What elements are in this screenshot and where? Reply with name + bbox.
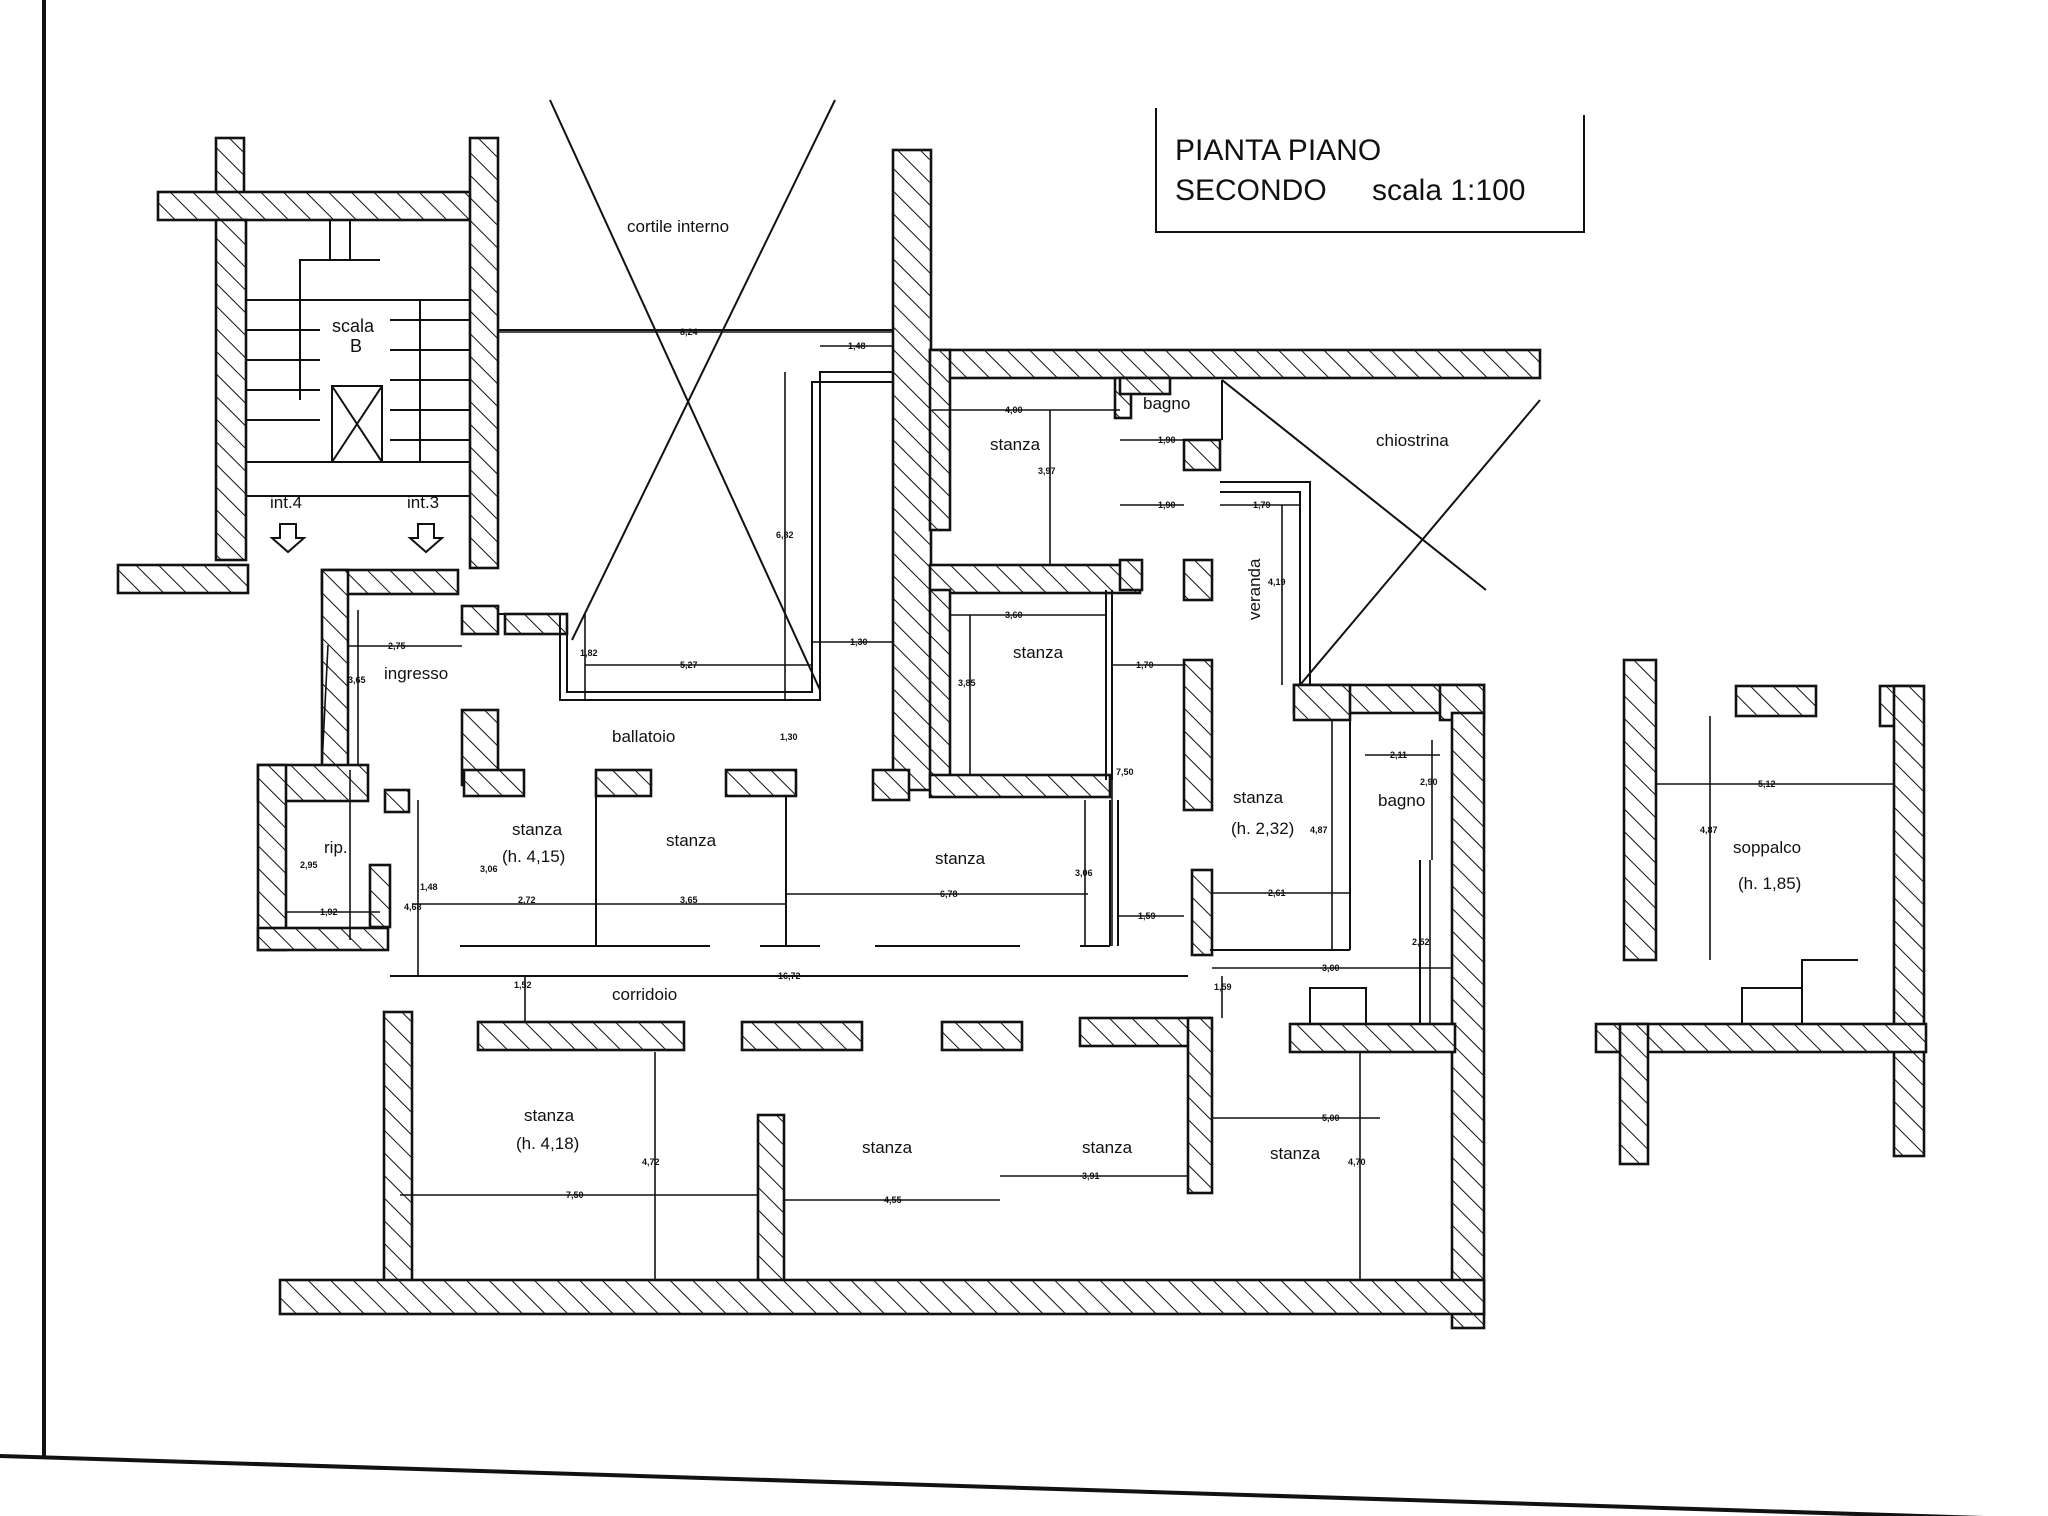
title-line1: PIANTA PIANO xyxy=(1175,134,1381,167)
dim-label: 4,00 xyxy=(1005,405,1023,415)
dim-label: 3,06 xyxy=(480,864,498,874)
dim-label: 6,78 xyxy=(940,889,958,899)
label-stanza-top: stanza xyxy=(990,435,1041,454)
label-bagno-right: bagno xyxy=(1378,791,1425,810)
dim-label: 2,95 xyxy=(300,860,318,870)
label-stanza-mid: stanza xyxy=(1013,643,1064,662)
dim-label: 4,87 xyxy=(1700,825,1718,835)
room-labels: cortile interno scala B int.4 int.3 ingr… xyxy=(270,217,1801,1163)
dim-label: 1,52 xyxy=(514,980,532,990)
label-stanza-veranda-h: (h. 2,32) xyxy=(1231,819,1294,838)
dim-label: 4,55 xyxy=(884,1195,902,1205)
label-soppalco-h: (h. 1,85) xyxy=(1738,874,1801,893)
dim-label: 1,90 xyxy=(1158,500,1176,510)
dim-label: 1,59 xyxy=(1138,911,1156,921)
label-rip: rip. xyxy=(324,838,348,857)
dim-label: 2,11 xyxy=(1390,750,1407,760)
dim-label: 3,97 xyxy=(1038,466,1056,476)
label-chiostrina: chiostrina xyxy=(1376,431,1449,450)
label-veranda: veranda xyxy=(1245,558,1264,620)
label-int4: int.4 xyxy=(270,493,302,512)
label-stanza-d: stanza xyxy=(524,1106,575,1125)
label-stanza-a-h: (h. 4,15) xyxy=(502,847,565,866)
walls xyxy=(116,136,1928,1330)
dim-label: 4,70 xyxy=(1348,1157,1366,1167)
label-stanza-a: stanza xyxy=(512,820,563,839)
label-stanza-c: stanza xyxy=(935,849,986,868)
dim-label: 1,70 xyxy=(1136,660,1154,670)
label-soppalco: soppalco xyxy=(1733,838,1801,857)
dim-label: 4,87 xyxy=(1310,825,1328,835)
title-box: PIANTA PIANO SECONDO scala 1:100 xyxy=(1155,108,1585,233)
linework xyxy=(246,99,1858,1025)
dim-label: 3,60 xyxy=(1005,610,1023,620)
dimension-labels: 8,24 1,48 6,82 1,82 5,27 1,30 1,30 2,75 … xyxy=(300,327,1776,1205)
dim-label: 5,12 xyxy=(1758,779,1776,789)
dim-label: 3,00 xyxy=(1322,963,1340,973)
dim-label: 1,82 xyxy=(580,648,598,658)
label-stanza-d-h: (h. 4,18) xyxy=(516,1134,579,1153)
dim-label: 3,65 xyxy=(680,895,698,905)
dim-label: 1,59 xyxy=(1214,982,1232,992)
label-stanza-e: stanza xyxy=(862,1138,913,1157)
dim-label: 6,82 xyxy=(776,530,794,540)
label-scala: scala xyxy=(332,316,375,336)
dim-label: 1,92 xyxy=(320,907,338,917)
dim-label: 5,27 xyxy=(680,660,698,670)
dim-label: 2,52 xyxy=(1412,937,1430,947)
dim-label: 1,48 xyxy=(420,882,438,892)
label-stanza-veranda: stanza xyxy=(1233,788,1284,807)
dim-label: 3,65 xyxy=(348,675,366,685)
dim-label: 1,30 xyxy=(850,637,868,647)
dim-label: 8,24 xyxy=(680,327,698,337)
dim-label: 1,48 xyxy=(848,341,866,351)
dim-label: 1,79 xyxy=(1253,500,1271,510)
title-line2: SECONDO xyxy=(1175,174,1327,207)
dim-label: 4,19 xyxy=(1268,577,1286,587)
entry-arrows xyxy=(269,523,445,554)
label-ballatoio: ballatoio xyxy=(612,727,675,746)
dim-label: 16,72 xyxy=(778,971,801,981)
dim-label: 2,72 xyxy=(518,895,536,905)
dim-label: 3,85 xyxy=(958,678,976,688)
dim-label: 3,06 xyxy=(1075,868,1093,878)
dim-label: 2,61 xyxy=(1268,888,1286,898)
dim-label: 4,68 xyxy=(404,902,422,912)
dim-label: 1,90 xyxy=(1158,435,1176,445)
dim-label: 3,91 xyxy=(1082,1171,1100,1181)
label-ingresso: ingresso xyxy=(384,664,448,683)
dimension-lines xyxy=(286,331,1894,1280)
arrow-down-icon xyxy=(407,523,445,554)
dim-label: 1,30 xyxy=(780,732,798,742)
label-corridoio: corridoio xyxy=(612,985,677,1004)
label-int3: int.3 xyxy=(407,493,439,512)
arrow-down-icon xyxy=(269,523,307,554)
dim-label: 2,90 xyxy=(1420,777,1438,787)
label-cortile: cortile interno xyxy=(627,217,729,236)
dim-label: 4,72 xyxy=(642,1157,660,1167)
label-scala-b: B xyxy=(350,336,362,356)
dim-label: 7,50 xyxy=(566,1190,584,1200)
label-bagno-top: bagno xyxy=(1143,394,1190,413)
dim-label: 7,50 xyxy=(1116,767,1134,777)
label-stanza-g: stanza xyxy=(1270,1144,1321,1163)
title-scale: scala 1:100 xyxy=(1372,174,1525,207)
label-stanza-b: stanza xyxy=(666,831,717,850)
dim-label: 5,00 xyxy=(1322,1113,1340,1123)
label-stanza-f: stanza xyxy=(1082,1138,1133,1157)
dim-label: 2,75 xyxy=(388,641,406,651)
